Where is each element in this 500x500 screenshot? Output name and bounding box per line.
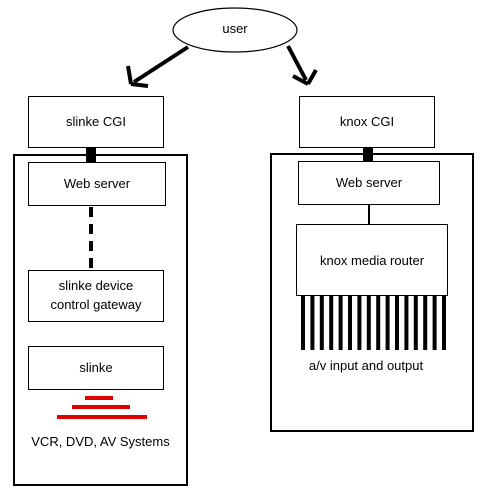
slinke-systems-caption: VCR, DVD, AV Systems <box>31 434 170 449</box>
knox-io-caption: a/v input and output <box>308 358 424 373</box>
arrow-to-slinke-cgi <box>126 45 190 88</box>
slinke-gateway-line1: slinke device <box>58 278 134 294</box>
slinke-gateway-box: slinke device control gateway <box>28 270 164 322</box>
av-cable-bar <box>301 296 305 350</box>
arrow-to-knox-cgi <box>286 45 318 86</box>
signal-bar-middle <box>72 405 130 409</box>
user-node-shape <box>172 7 298 53</box>
av-cable-bar <box>376 296 381 350</box>
knox-web-server-box: Web server <box>298 161 440 205</box>
av-cable-bar <box>432 296 437 350</box>
av-cable-bar <box>338 296 343 350</box>
av-cable-bar <box>442 296 446 350</box>
av-cable-bar <box>385 296 390 350</box>
av-cable-bar <box>310 296 315 350</box>
knox-router-box: knox media router <box>296 224 448 296</box>
av-cable-bar <box>366 296 371 350</box>
signal-stack <box>57 396 147 419</box>
knox-cgi-link <box>363 148 373 162</box>
knox-host-frame <box>270 153 474 432</box>
signal-bar-top <box>85 396 113 400</box>
knox-cgi-box: knox CGI <box>299 96 435 148</box>
av-cable-bar <box>348 296 352 350</box>
slinke-web-server-box: Web server <box>28 162 166 206</box>
av-cable-bars <box>301 296 446 350</box>
av-cable-bar <box>357 296 362 350</box>
signal-bar-bottom <box>57 415 147 419</box>
av-cable-bar <box>423 296 428 350</box>
av-cable-bar <box>319 296 324 350</box>
slinke-device-box: slinke <box>28 346 164 390</box>
user-label: user <box>222 21 248 36</box>
slinke-host-frame <box>13 154 188 486</box>
av-cable-bar <box>329 296 334 350</box>
av-cable-bar <box>404 296 409 350</box>
slinke-cgi-link <box>86 148 96 168</box>
slinke-gateway-line2: control gateway <box>50 297 142 312</box>
slinke-cgi-box: slinke CGI <box>28 96 164 148</box>
av-cable-bar <box>395 296 399 350</box>
av-cable-bar <box>413 296 418 350</box>
